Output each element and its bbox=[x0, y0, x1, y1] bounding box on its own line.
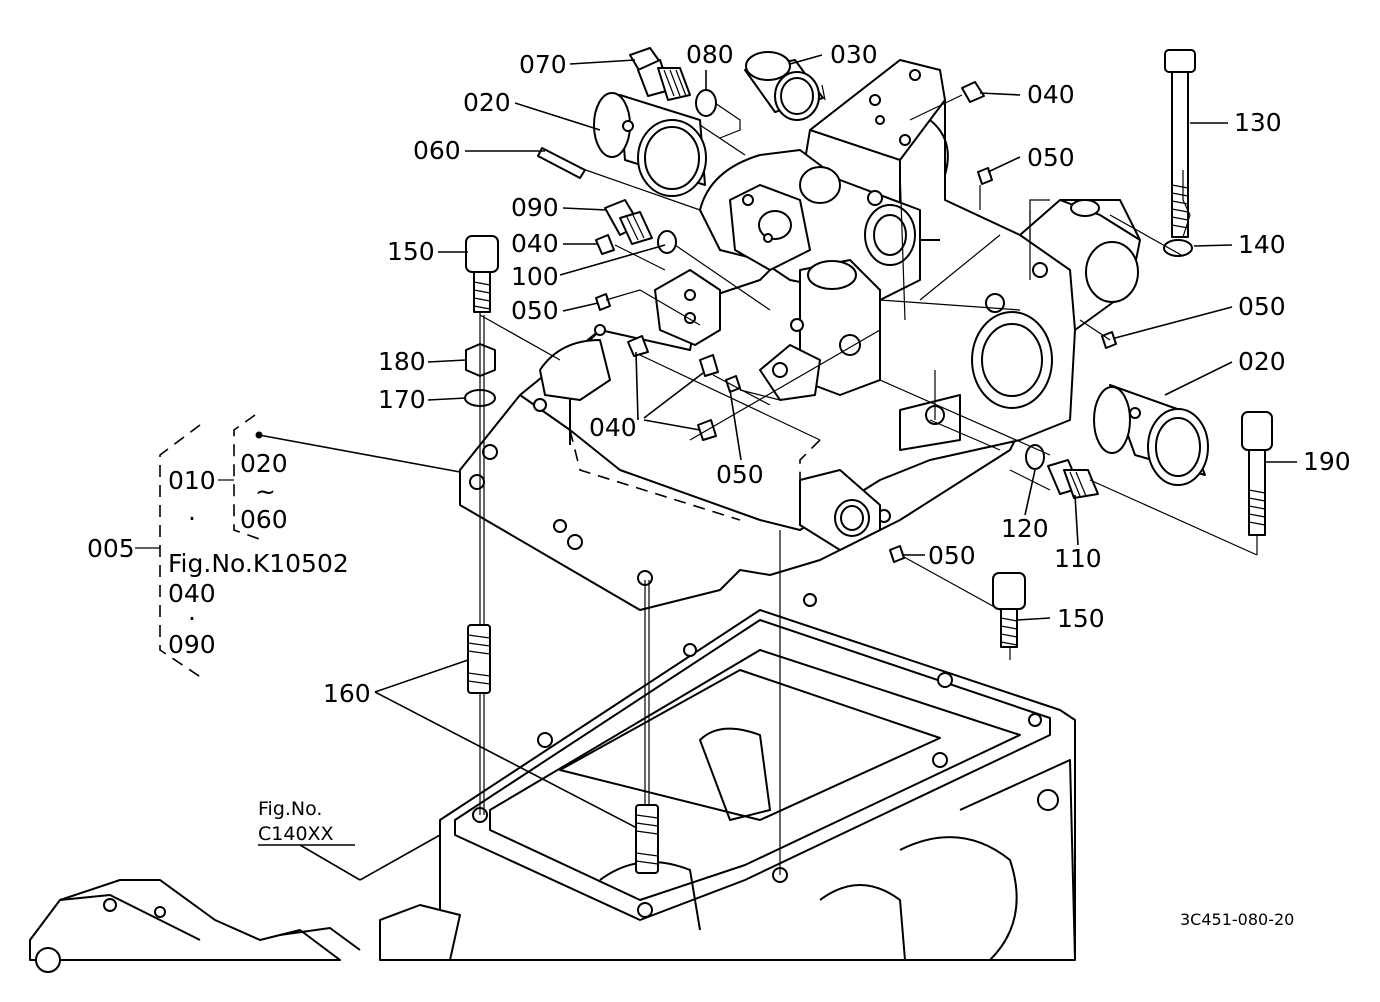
stud-160-b bbox=[635, 804, 659, 874]
screw-050-b bbox=[595, 293, 611, 311]
callout-050-bottom: 050 bbox=[928, 541, 976, 570]
fitting-070 bbox=[629, 47, 691, 101]
callout-050-right: 050 bbox=[1238, 292, 1286, 321]
leader-lines bbox=[255, 54, 1297, 881]
callout-080: 080 bbox=[686, 40, 734, 69]
external-ref-line2: C140XX bbox=[258, 823, 334, 845]
callout-180: 180 bbox=[378, 347, 426, 376]
o-ring-080 bbox=[695, 89, 717, 117]
callout-020-lower: 020 bbox=[1238, 347, 1286, 376]
group-item-040: 040 bbox=[168, 579, 216, 608]
pin-060 bbox=[537, 147, 586, 179]
callout-050-mid: 050 bbox=[511, 296, 559, 325]
callout-150-upper: 150 bbox=[387, 237, 435, 266]
bolt-150-lower bbox=[992, 572, 1026, 648]
callout-130: 130 bbox=[1234, 108, 1282, 137]
plug-040-c bbox=[627, 335, 649, 357]
o-ring-100 bbox=[657, 230, 677, 254]
group-item-090: 090 bbox=[168, 630, 216, 659]
bolt-130 bbox=[1164, 49, 1196, 238]
plug-040-d bbox=[699, 354, 719, 377]
callout-090: 090 bbox=[511, 193, 559, 222]
callout-040-top: 040 bbox=[1027, 80, 1075, 109]
callout-110: 110 bbox=[1054, 544, 1102, 573]
callout-040-mid: 040 bbox=[511, 229, 559, 258]
transmission-case bbox=[439, 593, 1076, 961]
bushing-020-upper bbox=[593, 92, 707, 197]
group-range-tilde: ~ bbox=[255, 477, 276, 506]
fitting-110 bbox=[1047, 459, 1099, 499]
callout-140: 140 bbox=[1238, 230, 1286, 259]
external-ref-line1: Fig.No. bbox=[258, 798, 322, 820]
group-item-010: 010 bbox=[168, 466, 216, 495]
bolt-150-upper bbox=[465, 235, 499, 313]
callout-120: 120 bbox=[1001, 514, 1049, 543]
callout-190: 190 bbox=[1303, 447, 1351, 476]
group-assembly-005: 005 bbox=[87, 534, 135, 563]
plug-040-top bbox=[961, 81, 985, 103]
fitting-090 bbox=[604, 199, 653, 245]
group-brackets bbox=[135, 414, 263, 681]
bushing-030 bbox=[744, 51, 824, 121]
plug-040-b bbox=[595, 234, 615, 255]
assembly-lines bbox=[479, 84, 1258, 875]
group-fig-ref: Fig.No.K10502 bbox=[168, 549, 349, 578]
callout-040-low: 040 bbox=[589, 413, 637, 442]
callout-labels: 070 080 030 040 020 060 050 130 090 040 … bbox=[87, 40, 1351, 929]
callout-060: 060 bbox=[413, 136, 461, 165]
callout-050-top: 050 bbox=[1027, 143, 1075, 172]
callout-100: 100 bbox=[511, 262, 559, 291]
group-range-end: 060 bbox=[240, 505, 288, 534]
hitch-body bbox=[539, 59, 1141, 551]
callout-020-upper: 020 bbox=[463, 88, 511, 117]
group-dot-2: · bbox=[188, 604, 196, 633]
screw-050-e bbox=[889, 545, 905, 563]
callout-050-low: 050 bbox=[716, 460, 764, 489]
group-range-start: 020 bbox=[240, 449, 288, 478]
callout-160: 160 bbox=[323, 679, 371, 708]
stud-160-a bbox=[467, 624, 491, 694]
callout-150-lower: 150 bbox=[1057, 604, 1105, 633]
callout-070: 070 bbox=[519, 50, 567, 79]
washer-140 bbox=[1163, 239, 1193, 257]
side-housing bbox=[29, 879, 461, 973]
bushing-020-lower bbox=[1093, 384, 1209, 486]
callout-170: 170 bbox=[378, 385, 426, 414]
callout-030: 030 bbox=[830, 40, 878, 69]
group-dot-1: · bbox=[188, 504, 196, 533]
drawing-code: 3C451-080-20 bbox=[1180, 910, 1294, 929]
bolt-190 bbox=[1241, 411, 1273, 536]
